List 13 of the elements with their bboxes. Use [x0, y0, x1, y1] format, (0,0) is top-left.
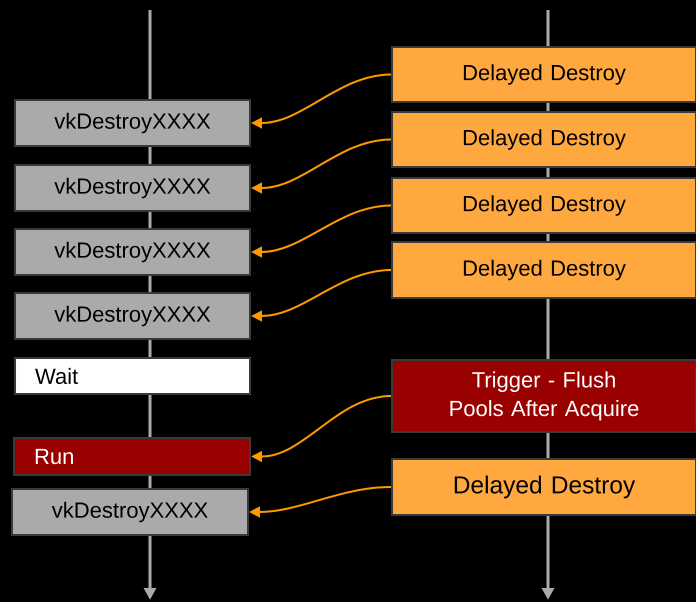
- process-box: vkDestroyXXXX: [11, 488, 249, 536]
- process-box: vkDestroyXXXX: [14, 99, 251, 147]
- process-box: vkDestroyXXXX: [14, 228, 251, 276]
- process-box: Delayed Destroy: [391, 458, 696, 516]
- process-box: Delayed Destroy: [391, 111, 696, 168]
- process-box: Trigger - Flush Pools After Acquire: [391, 359, 696, 433]
- process-box: Run: [13, 437, 251, 476]
- process-box: Delayed Destroy: [391, 177, 696, 234]
- process-box: Wait: [14, 357, 251, 395]
- process-box: Delayed Destroy: [391, 46, 696, 103]
- process-box: vkDestroyXXXX: [14, 292, 251, 340]
- process-box: Delayed Destroy: [391, 241, 696, 299]
- process-box: vkDestroyXXXX: [14, 164, 251, 212]
